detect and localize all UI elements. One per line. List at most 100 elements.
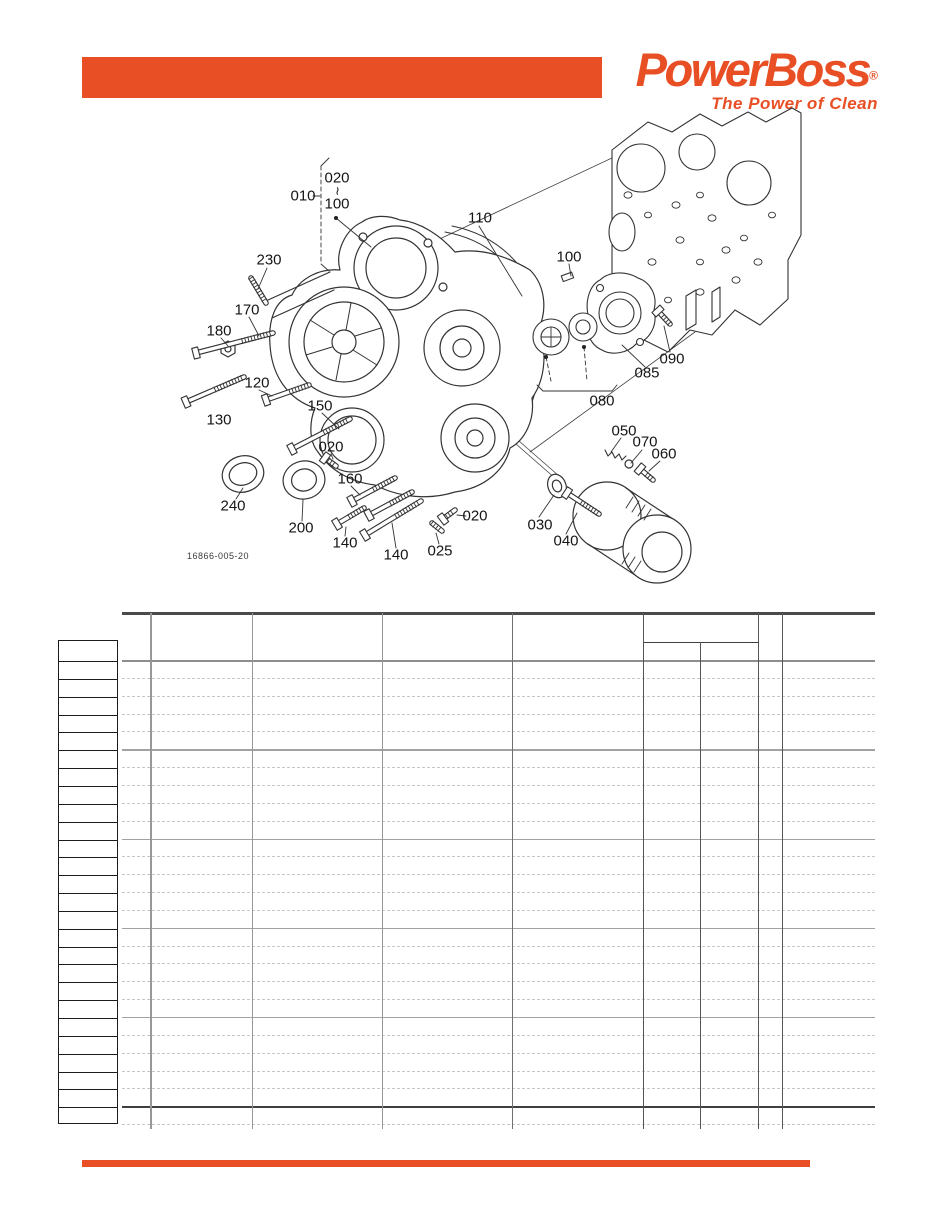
bolt-drawing: [286, 416, 353, 456]
callout-label: 240: [220, 498, 245, 515]
registered-trademark-icon: ®: [869, 68, 878, 83]
callout-label: 140: [383, 547, 408, 564]
table-row-line: [121, 963, 875, 965]
callout-label: 070: [632, 434, 657, 451]
table-column-line: [150, 613, 152, 1129]
bolt-drawing: [633, 462, 656, 483]
table-row-line: [121, 874, 875, 876]
table-row-line: [121, 731, 875, 733]
callout-label: 080: [589, 393, 614, 410]
callout-label: 060: [651, 446, 676, 463]
table-left-item-boxes: [57, 640, 118, 1124]
gear-case-cover-drawing: [267, 215, 545, 498]
leader-line: [435, 532, 440, 545]
table-row-line: [121, 784, 875, 786]
item-box-divider: [58, 982, 117, 984]
leader-line: [220, 337, 229, 347]
oil-pump-assembly-drawing: [532, 271, 656, 356]
table-row-line: [121, 909, 875, 911]
bolt-drawing: [651, 304, 673, 327]
callout-labels: 020~100010110230170180120130150020240200…: [206, 170, 684, 564]
table-column-line: [757, 613, 759, 1129]
table-column-line: [782, 613, 784, 1129]
bolt-drawing: [248, 275, 269, 306]
item-box-divider: [58, 1000, 117, 1002]
callout-label: 025: [427, 543, 452, 560]
leader-line: [235, 487, 244, 500]
table-row-line: [121, 945, 875, 947]
leader-line: [320, 263, 330, 272]
item-box-divider: [58, 839, 117, 841]
leader-line: [321, 412, 340, 430]
table-column-line: [643, 613, 645, 1129]
item-box-divider: [58, 1053, 117, 1055]
leader-line: [344, 526, 347, 537]
callout-label: 020: [324, 170, 349, 187]
leader-dot: [582, 345, 586, 349]
table-row-line: [121, 1034, 875, 1036]
bolt-drawing: [346, 475, 398, 508]
item-box-divider: [58, 1018, 117, 1019]
table-top-border: [121, 612, 875, 615]
bolt-drawing: [331, 505, 367, 531]
table-row-line: [121, 713, 875, 715]
bolt-drawing: [429, 520, 445, 534]
item-box-divider: [58, 875, 117, 877]
leader-line: [350, 485, 361, 496]
item-box-divider: [58, 1107, 117, 1109]
leader-line: [248, 316, 260, 337]
item-box-divider: [58, 732, 117, 734]
callout-label: 050: [611, 423, 636, 440]
callout-label: 090: [659, 351, 684, 368]
leader-line: [545, 356, 552, 382]
bolt-drawing: [359, 498, 424, 542]
callout-label: 020: [462, 508, 487, 525]
table-row-line: [121, 1124, 875, 1126]
table-row-line: [121, 677, 875, 679]
item-box-divider: [58, 785, 117, 787]
bolt-drawing: [318, 451, 339, 469]
item-box-divider: [58, 750, 117, 752]
leader-line: [648, 460, 661, 472]
item-box-divider: [58, 1089, 117, 1091]
spring-drawing: [604, 449, 627, 461]
leader-line: [538, 494, 555, 518]
table-row-line: [121, 999, 875, 1001]
callout-label: 170: [234, 302, 259, 319]
powerboss-logo: PowerBoss® The Power of Clean: [636, 46, 878, 112]
bolt-glyphs: [180, 275, 673, 542]
callout-label: 150: [307, 398, 332, 415]
table-column-line: [251, 613, 254, 1129]
callout-label: 120: [244, 375, 269, 392]
callout-label: 110: [468, 210, 492, 227]
table-row-line: [121, 1070, 875, 1072]
callout-label: 160: [337, 471, 362, 488]
callout-label: 180: [206, 323, 231, 340]
item-box-divider: [58, 678, 117, 680]
leader-line: [583, 346, 588, 382]
table-row-line: [121, 1088, 875, 1090]
callout-label: 200: [288, 520, 313, 537]
callout-label: 010: [290, 188, 315, 205]
leader-line: [456, 514, 467, 517]
logo-wordmark: PowerBoss®: [636, 46, 878, 93]
item-box-divider: [58, 803, 117, 805]
logo-text: PowerBoss: [635, 43, 872, 96]
table-header-bottom-line: [121, 660, 875, 662]
table-row-line: [121, 838, 875, 840]
table-column-line: [512, 613, 514, 1129]
leader-line: [391, 522, 397, 549]
leader-line: [621, 344, 646, 368]
leader-line: [335, 217, 372, 248]
engine-block-drawing: [608, 107, 802, 353]
callout-label: 130: [206, 412, 231, 429]
item-box-divider: [58, 714, 117, 716]
leader-line: [301, 499, 304, 522]
leader-line: [663, 325, 671, 353]
item-box-divider: [58, 964, 117, 966]
callout-label: 100: [324, 196, 349, 213]
exploded-parts-diagram: 020~100010110230170180120130150020240200…: [180, 107, 802, 584]
callout-label: 085: [634, 365, 659, 382]
callout-label: 140: [332, 535, 357, 552]
